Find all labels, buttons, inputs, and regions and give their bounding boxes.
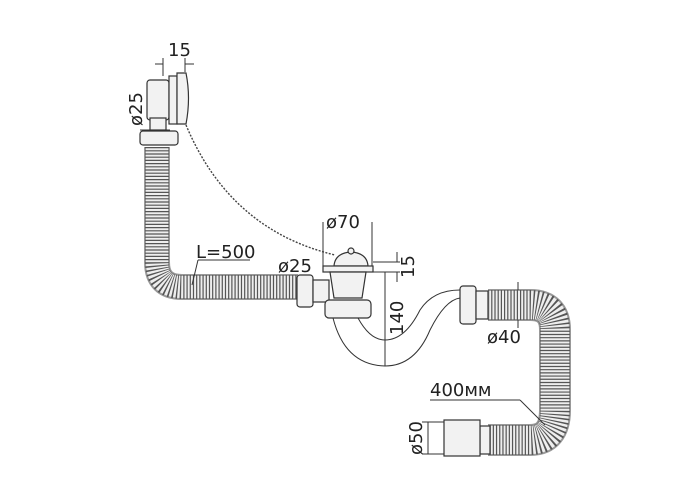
- inlet-hose: [144, 147, 298, 300]
- trap-depth-label: 140: [387, 301, 408, 335]
- inlet-nut: [296, 274, 314, 308]
- overflow-width-label: 15: [168, 40, 191, 61]
- outlet-diameter-label: ø40: [487, 327, 521, 348]
- chain: [185, 124, 336, 256]
- outlet-hose-length-label: 400мм: [430, 380, 492, 401]
- outlet-socket-diameter-label: ø50: [406, 421, 427, 455]
- s-trap: [332, 289, 461, 367]
- outlet-nut: [459, 285, 477, 325]
- overflow-nut: [139, 130, 179, 146]
- dimension-lines: [140, 58, 546, 455]
- inlet-diameter-label: ø25: [278, 256, 312, 277]
- hose-length-label: L=500: [196, 242, 255, 263]
- drain-height-label: 15: [398, 255, 419, 278]
- drain-diameter-label: ø70: [326, 212, 360, 233]
- overflow-diameter-label: ø25: [126, 92, 147, 126]
- overflow-head: [146, 72, 190, 131]
- outlet-hose: [488, 289, 571, 456]
- drain-assembly: [322, 247, 374, 319]
- outlet-socket: [443, 419, 481, 457]
